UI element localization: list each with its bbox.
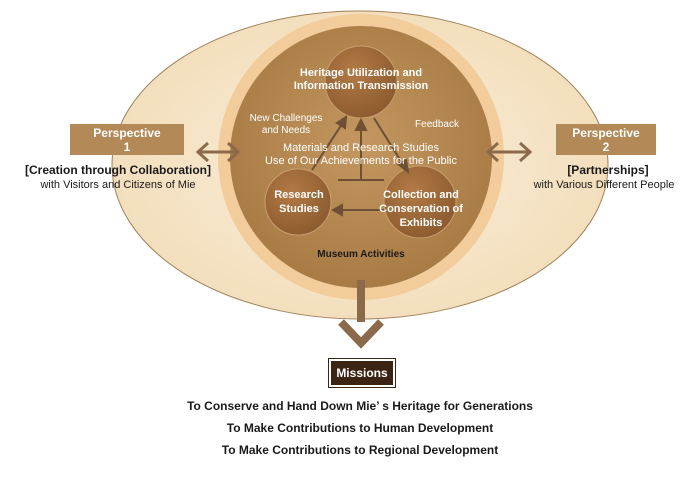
- museum-activities-label: Museum Activities: [317, 249, 405, 260]
- new-challenges-label: New Challenges and Needs: [249, 113, 323, 136]
- perspective1-arrow: [195, 141, 241, 163]
- right-circle: [383, 165, 457, 239]
- perspective2-box: Perspective 2: [556, 124, 656, 155]
- left-circle-label: Research Studies: [274, 189, 324, 215]
- mission-item: To Make Contributions to Human Developme…: [226, 421, 494, 435]
- perspective1-box: Perspective 1: [70, 124, 184, 155]
- perspective1-subtitle: with Visitors and Citizens of Mie: [40, 179, 196, 191]
- mission-item: To Conserve and Hand Down Mie’ s Heritag…: [187, 399, 533, 413]
- perspective2-subtitle: with Various Different People: [533, 179, 675, 191]
- top-circle-label: Heritage Utilization and Information Tra…: [293, 67, 429, 92]
- mission-item: To Make Contributions to Regional Develo…: [221, 443, 499, 457]
- missions-arrow: [338, 280, 384, 349]
- missions-box: Missions: [328, 358, 396, 388]
- perspective1-title: [Creation through Collaboration]: [25, 163, 211, 177]
- feedback-label: Feedback: [415, 119, 459, 130]
- right-circle-label: Collection and Conservation of Exhibits: [379, 189, 463, 229]
- perspective2-title: [Partnerships]: [567, 163, 649, 177]
- materials-label: Materials and Research Studies: [283, 142, 439, 154]
- left-circle: [264, 168, 332, 236]
- perspective2-arrow: [485, 141, 533, 163]
- cycle-arrows: [311, 115, 410, 217]
- use-label: Use of Our Achievements for the Public: [265, 155, 457, 167]
